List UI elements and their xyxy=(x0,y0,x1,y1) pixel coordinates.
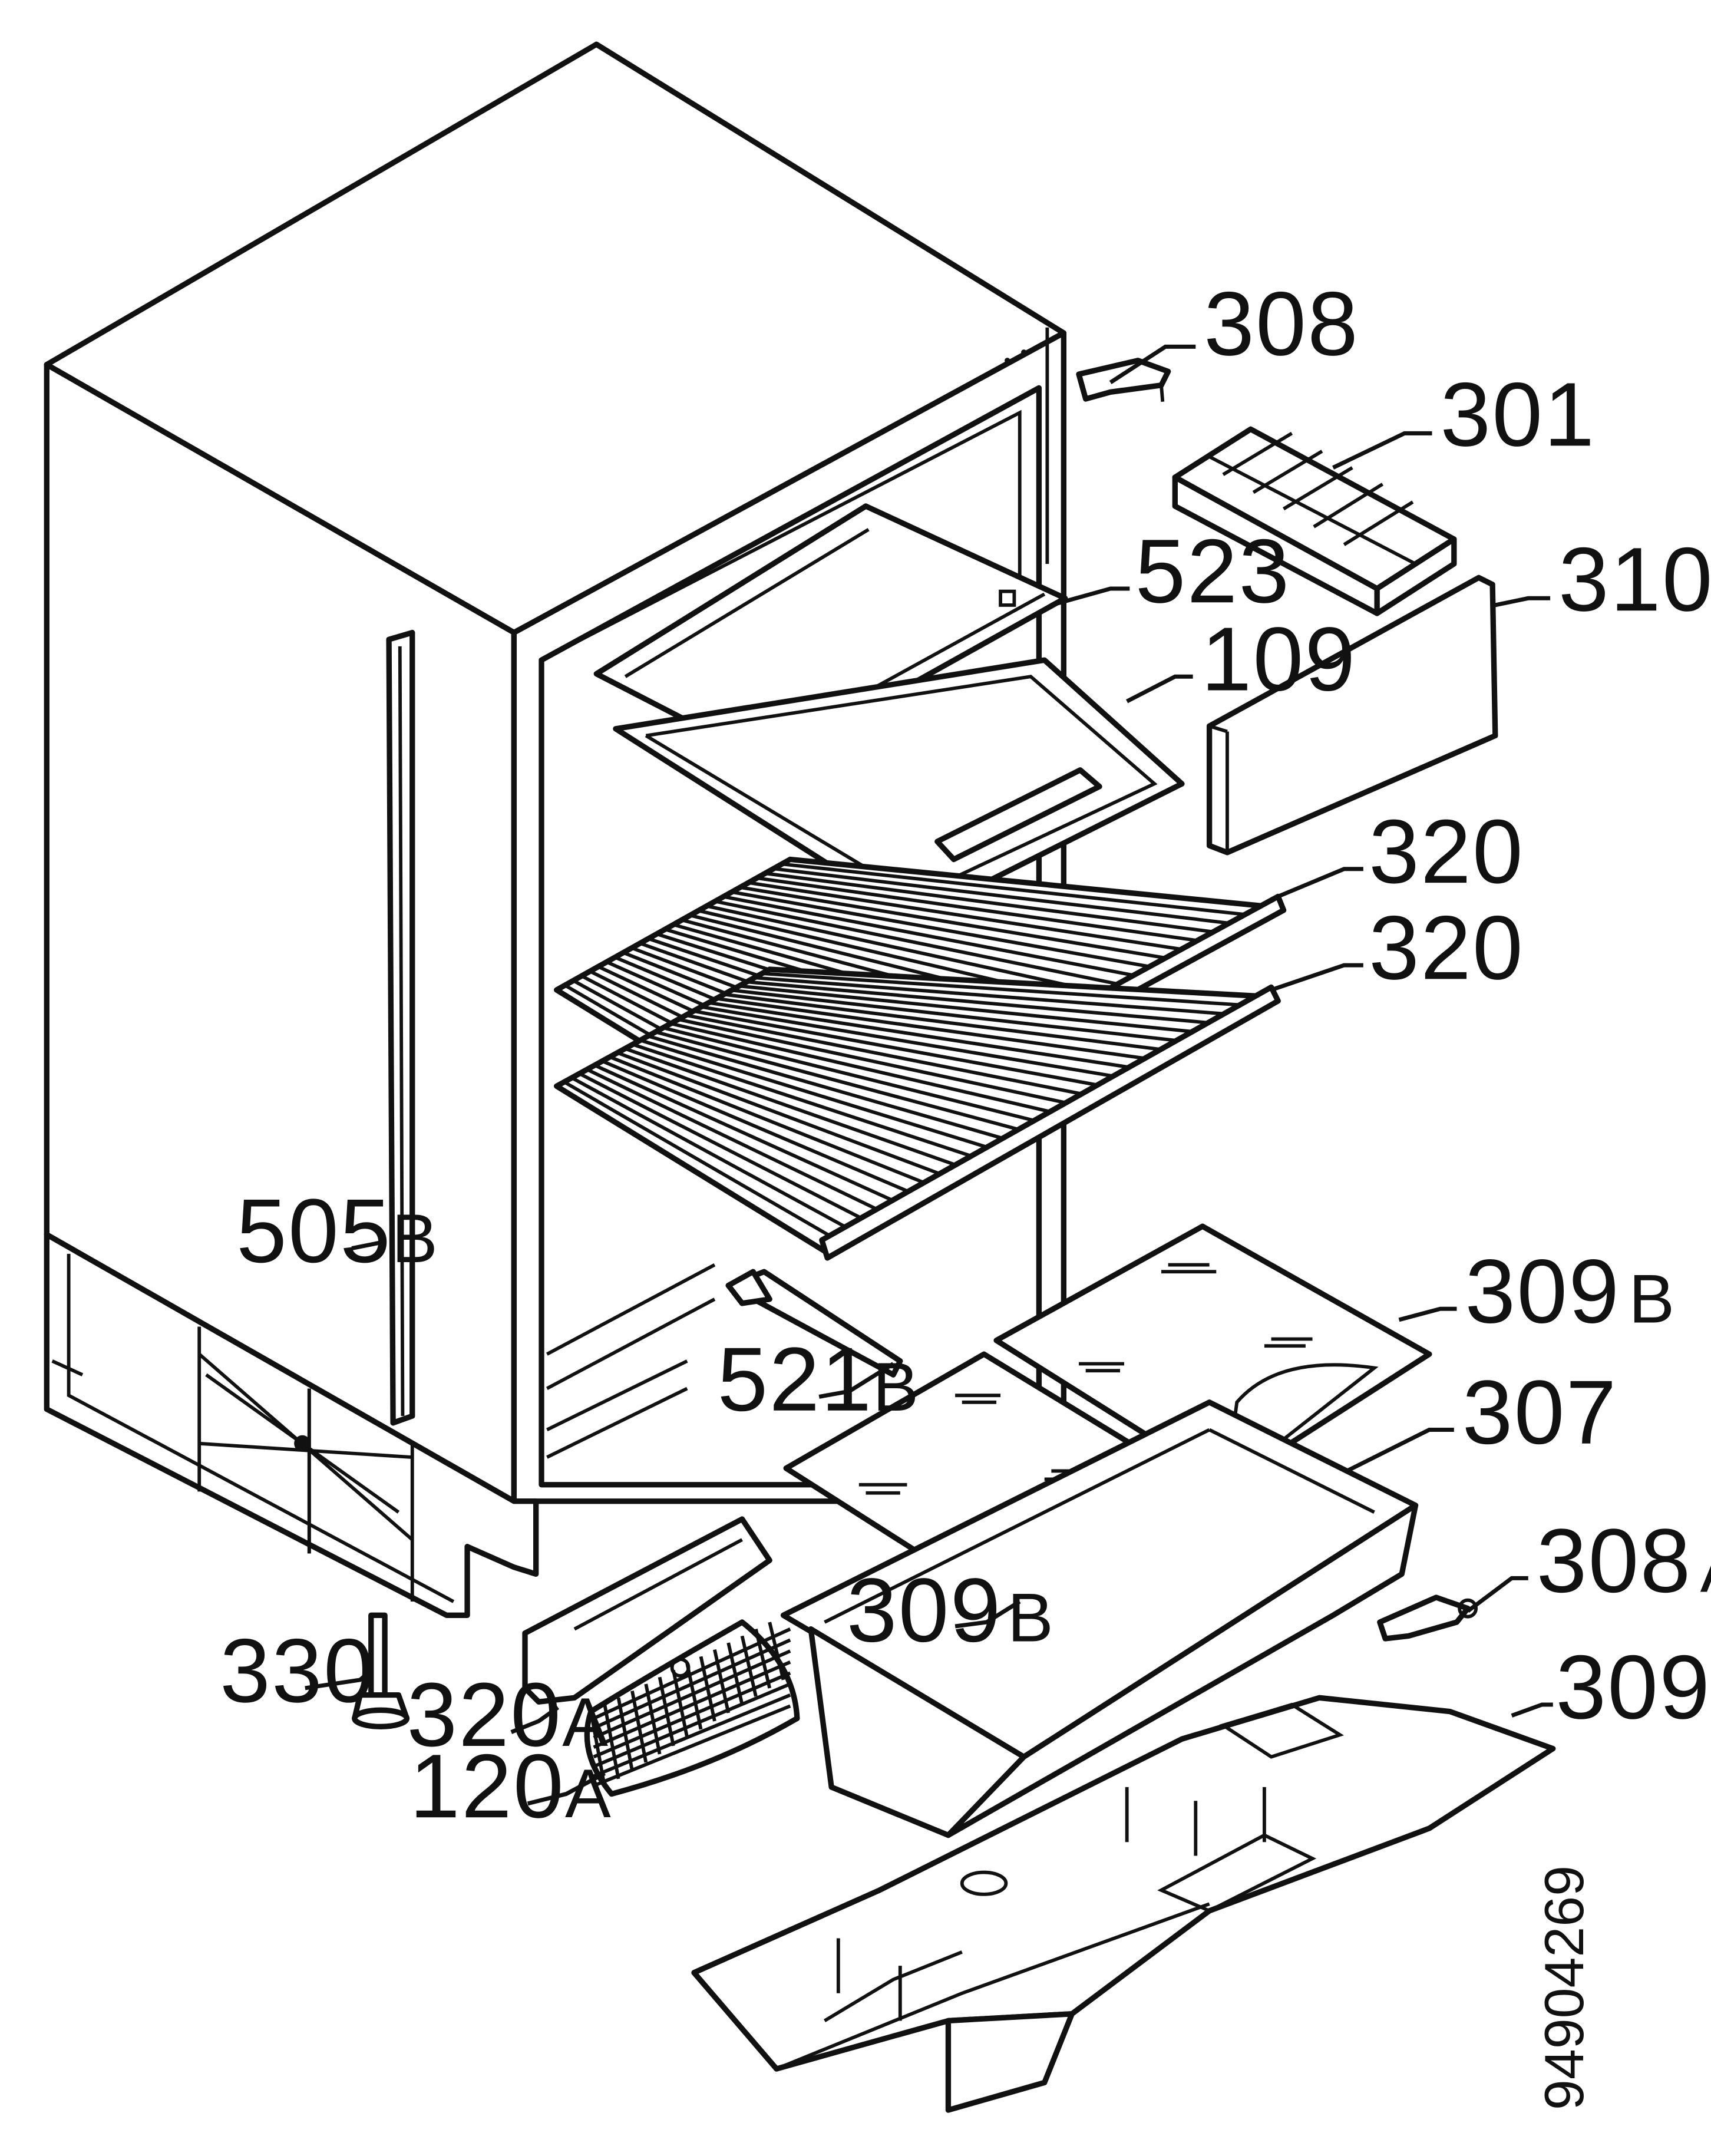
label-330: 330 xyxy=(220,1620,375,1721)
label-109: 109 xyxy=(1201,609,1357,710)
label-308: 308 xyxy=(1204,273,1359,374)
part-330-adjustable-foot xyxy=(352,1612,410,1729)
label-523: 523 xyxy=(1135,520,1291,622)
label-301: 301 xyxy=(1440,364,1596,465)
part-308A-hinge xyxy=(1377,1594,1478,1642)
label-309C: 309C xyxy=(1555,1636,1711,1738)
cabinet-base-plinth xyxy=(44,1231,539,1619)
label-521B: 521B xyxy=(718,1329,920,1430)
drawing-reference-number: 94904269 xyxy=(1534,1866,1595,2110)
part-310-freezer-flap xyxy=(1206,575,1498,856)
label-320-upper: 320 xyxy=(1369,801,1524,902)
part-301-ice-cube-tray xyxy=(1172,426,1457,616)
label-320A: 320A xyxy=(407,1664,609,1765)
label-320-lower: 320 xyxy=(1369,897,1524,998)
label-120A: 120A xyxy=(409,1735,612,1837)
part-109-drip-tray xyxy=(613,657,1185,922)
part-308-hinge xyxy=(1076,358,1171,402)
label-308A: 308A xyxy=(1537,1510,1711,1612)
leader-lines xyxy=(305,344,1553,1806)
part-309C-base-tray xyxy=(691,1695,1556,2113)
part-521B-bracket xyxy=(725,1269,903,1378)
part-320A-cover xyxy=(522,1516,772,1705)
part-320-lower-shelf xyxy=(554,966,1281,1261)
label-307: 307 xyxy=(1462,1362,1618,1463)
part-307-crisper-drawer xyxy=(780,1399,1419,1838)
part-120A-grille xyxy=(584,1619,800,1797)
label-310: 310 xyxy=(1558,529,1711,630)
label-505B: 505B xyxy=(236,1180,439,1282)
door-hinge-profile xyxy=(386,629,415,1426)
